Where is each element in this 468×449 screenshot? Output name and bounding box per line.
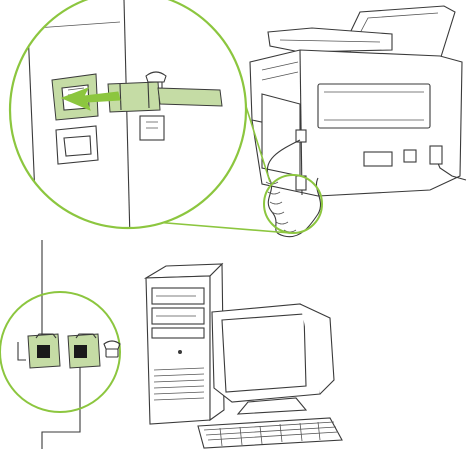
printer-jack-top xyxy=(295,129,307,143)
computer-keyboard xyxy=(197,417,343,449)
side-panel xyxy=(261,93,301,177)
insert-arrow-icon xyxy=(60,87,121,111)
phone-jack-socket xyxy=(74,345,87,358)
dual-jack-assembly xyxy=(0,240,121,449)
line-jack xyxy=(27,333,61,369)
tower-vent xyxy=(153,367,205,401)
rear-port xyxy=(363,151,393,167)
usb-port xyxy=(403,149,417,163)
rear-access-door xyxy=(317,83,431,129)
telephone-icon xyxy=(103,340,121,358)
power-plug xyxy=(429,145,443,165)
magnifier-ring xyxy=(8,0,248,230)
scanner-lid xyxy=(267,27,393,53)
telephone-plug xyxy=(107,81,223,113)
desktop-computer xyxy=(143,262,343,449)
jack-highlight-ring xyxy=(0,291,121,413)
magnified-view xyxy=(10,0,246,228)
fax-printer xyxy=(249,5,467,238)
jack-highlight-circle xyxy=(263,174,323,234)
coiled-phone-cord xyxy=(266,139,322,238)
line-jack-socket xyxy=(37,345,50,358)
monitor-screen xyxy=(221,313,307,393)
phone-jack xyxy=(67,333,101,369)
outgoing-phone-line xyxy=(41,350,81,449)
line-port-glyph xyxy=(17,342,26,361)
computer-monitor xyxy=(211,303,335,415)
monitor-stand xyxy=(236,397,308,415)
telephone-cable xyxy=(157,87,223,107)
magnified-phone-jack xyxy=(55,125,99,165)
